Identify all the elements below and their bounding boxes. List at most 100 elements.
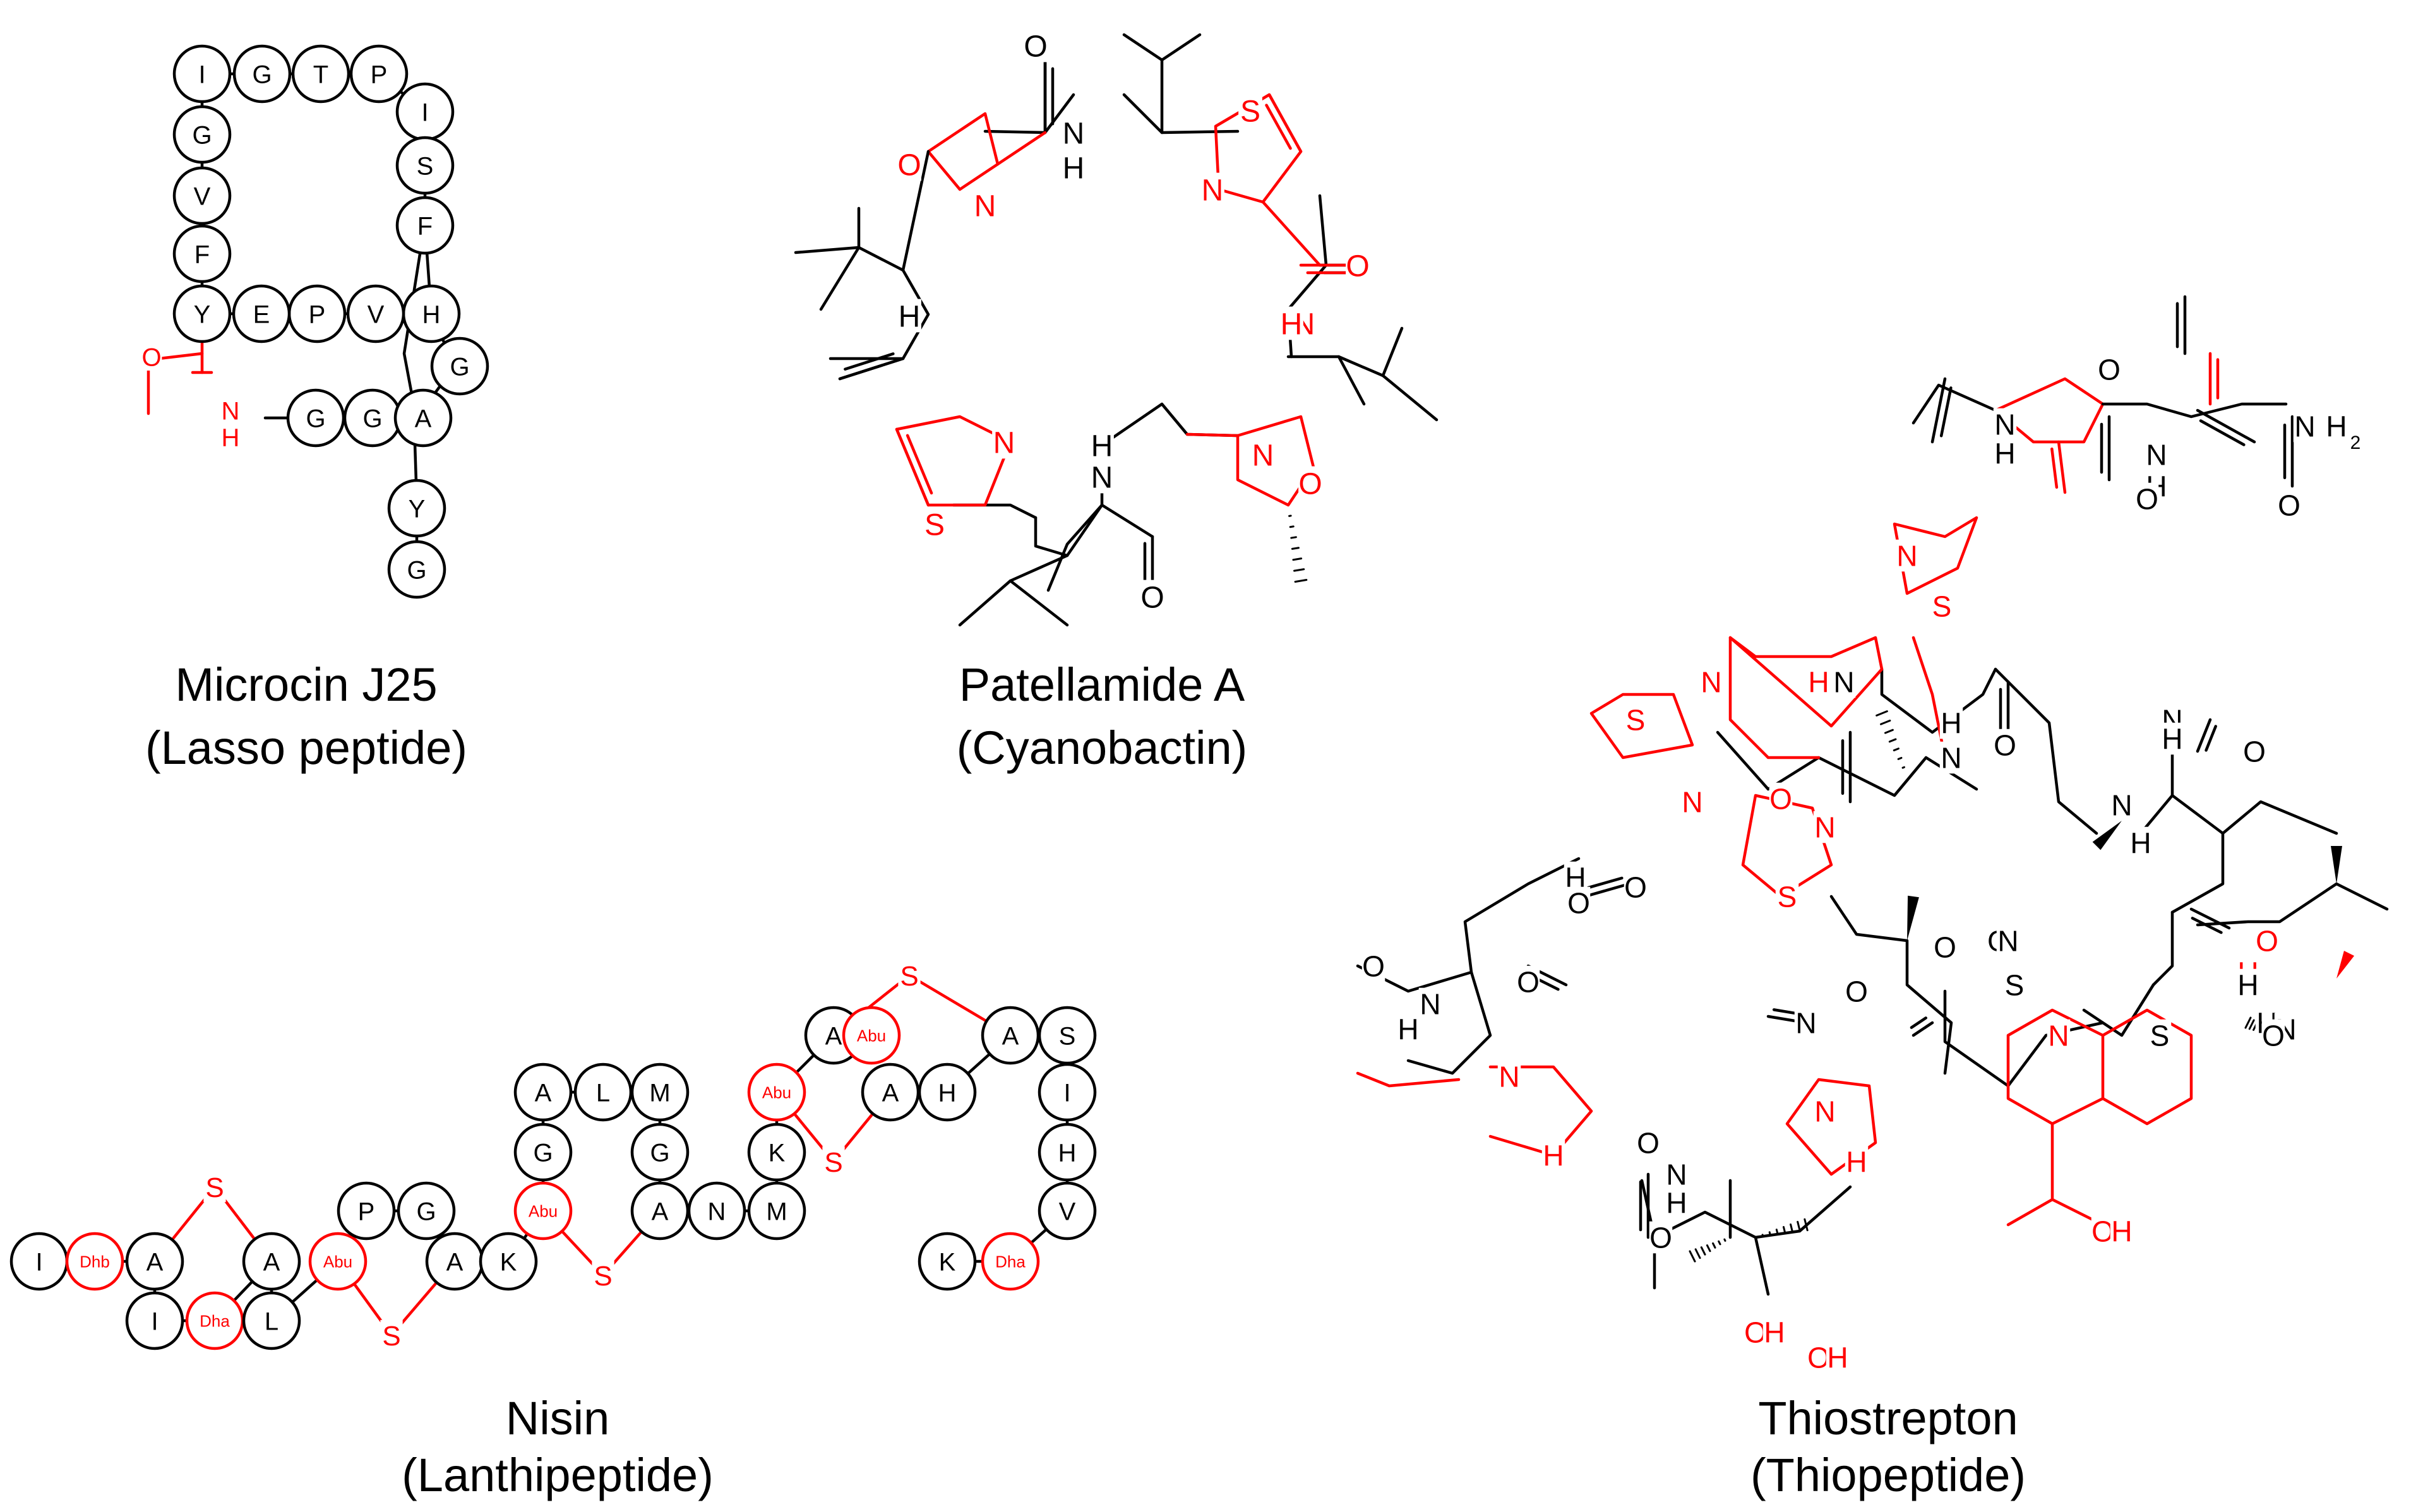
nisin-residue: H bbox=[938, 1079, 957, 1107]
nisin-residue: Dha bbox=[200, 1311, 230, 1330]
bond-chain bbox=[1124, 35, 1162, 133]
hash-bond bbox=[1881, 720, 1890, 724]
hash-bond bbox=[1769, 1232, 1770, 1235]
bond-chain bbox=[960, 556, 1067, 625]
bond bbox=[1383, 328, 1402, 376]
nisin-residue: L bbox=[265, 1307, 278, 1335]
hash-bond bbox=[1776, 1230, 1778, 1234]
microcin-tail-residue: G bbox=[450, 353, 469, 381]
thiostrepton-atom: O bbox=[1637, 1127, 1660, 1160]
wedge-bond bbox=[1907, 896, 1919, 941]
patellamide-atom: O bbox=[1298, 467, 1322, 501]
bond-chain bbox=[796, 247, 903, 270]
thiostrepton-atom: H bbox=[1941, 707, 1961, 740]
thiostrepton-atom: H bbox=[2111, 1215, 2132, 1248]
quinoline-ring bbox=[2103, 1010, 2191, 1124]
amide-oxygen: O bbox=[141, 343, 161, 371]
hash-bond bbox=[1762, 1235, 1763, 1236]
hash-bond bbox=[1696, 1249, 1700, 1258]
thiostrepton-structure: NHONHONH2ONSNHNSNONHONHONSNHHOONHOONHONH… bbox=[1358, 297, 2387, 1374]
nisin-residue: Dha bbox=[995, 1252, 1026, 1271]
bond-chain bbox=[1945, 991, 2008, 1086]
bond-chain bbox=[954, 505, 1036, 518]
thiostrepton-atom: O bbox=[2256, 925, 2278, 958]
thiostrepton-atom: N bbox=[1701, 666, 1721, 699]
nisin-name: Nisin bbox=[506, 1392, 609, 1444]
nisin-residue: K bbox=[500, 1248, 517, 1276]
patellamide-atom: N bbox=[1202, 174, 1224, 207]
thiostrepton-atom: N bbox=[1997, 925, 2018, 958]
dehydropiperidine-ring bbox=[1730, 638, 1882, 726]
nisin-residue: I bbox=[1063, 1079, 1070, 1107]
nisin-residue: A bbox=[147, 1248, 164, 1276]
nisin-residue: G bbox=[650, 1139, 669, 1167]
microcin-loop-residue: G bbox=[252, 61, 272, 88]
bond-chain bbox=[1036, 505, 1102, 556]
thiostrepton-atom: O bbox=[1994, 729, 2016, 762]
thiostrepton-atom: S bbox=[1778, 881, 1797, 914]
wedge-bond bbox=[2331, 846, 2342, 884]
sulfur-bridge-label: S bbox=[824, 1147, 842, 1178]
microcin-tail-residue: G bbox=[407, 556, 426, 584]
nisin-class: (Lanthipeptide) bbox=[402, 1449, 714, 1501]
wedge-bond bbox=[2093, 821, 2122, 850]
bond-chain bbox=[2103, 404, 2286, 417]
thiostrepton-atom: O bbox=[2243, 735, 2266, 768]
carbonyl bbox=[845, 354, 893, 369]
patellamide-atom: O bbox=[1024, 30, 1047, 63]
wedge-bond bbox=[2336, 951, 2354, 979]
patellamide-name: Patellamide A bbox=[959, 658, 1245, 711]
microcin-loop-residue: V bbox=[194, 182, 211, 210]
hash-bond bbox=[1690, 1251, 1695, 1261]
thiostrepton-atom: N bbox=[1896, 540, 1917, 573]
bond bbox=[1263, 202, 1320, 265]
exo-methylene bbox=[2052, 449, 2057, 487]
patellamide-atom: S bbox=[1240, 95, 1260, 128]
bond bbox=[821, 247, 859, 309]
microcin-loop-residue: S bbox=[417, 152, 434, 180]
bond bbox=[1102, 505, 1152, 537]
nisin-residue: M bbox=[649, 1079, 670, 1107]
hash-bond bbox=[1898, 758, 1901, 759]
microcin-loop-residue: T bbox=[313, 61, 328, 88]
thiostrepton-atom: H bbox=[2237, 969, 2258, 1002]
hash-bond bbox=[1293, 559, 1301, 560]
thiostrepton-atom: N bbox=[2111, 789, 2132, 822]
thiostrepton-atom: H bbox=[1846, 1146, 1867, 1179]
hash-bond bbox=[1894, 749, 1898, 751]
ring-double-bond bbox=[897, 429, 928, 505]
thiostrepton-atom: N bbox=[1682, 786, 1702, 819]
microcin-loop-residue: I bbox=[421, 98, 428, 126]
patellamide-atom: N bbox=[993, 426, 1015, 460]
hash-bond bbox=[2249, 1020, 2254, 1029]
thiostrepton-atom: N bbox=[2294, 410, 2315, 443]
hash-bond bbox=[1295, 580, 1307, 582]
patellamide-atom: H bbox=[899, 300, 921, 333]
thiostrepton-atom: O bbox=[1362, 950, 1385, 983]
hash-bond bbox=[1719, 1241, 1720, 1244]
thiostrepton-atom: O bbox=[1567, 887, 1590, 920]
microcin-loop-residue: V bbox=[368, 301, 385, 328]
hash-bond bbox=[1701, 1247, 1705, 1254]
hash-bond bbox=[1805, 1219, 1807, 1230]
microcin-loop-residue: E bbox=[253, 301, 270, 328]
thiostrepton-atom: N bbox=[2048, 1020, 2069, 1052]
patellamide-atom: S bbox=[924, 508, 945, 542]
nisin-residue: G bbox=[533, 1139, 553, 1167]
patellamide-atom: H bbox=[1091, 429, 1113, 463]
thiostrepton-class: (Thiopeptide) bbox=[1750, 1449, 2026, 1501]
bond bbox=[1187, 434, 1238, 436]
thiostrepton-atom: S bbox=[2150, 1020, 2170, 1052]
nisin-residue: K bbox=[769, 1139, 786, 1167]
thiostrepton-atom: H bbox=[1397, 1013, 1418, 1046]
amide-nitrogen: N bbox=[222, 397, 240, 425]
thiostrepton-atom: O bbox=[2262, 1020, 2285, 1052]
nisin-residue: Abu bbox=[857, 1026, 886, 1045]
bond-chain bbox=[2172, 833, 2223, 912]
patellamide-atom: N bbox=[1252, 439, 1274, 472]
hash-bond bbox=[1291, 537, 1296, 538]
nisin-residue: A bbox=[446, 1248, 464, 1276]
thiostrepton-name: Thiostrepton bbox=[1758, 1392, 2018, 1444]
